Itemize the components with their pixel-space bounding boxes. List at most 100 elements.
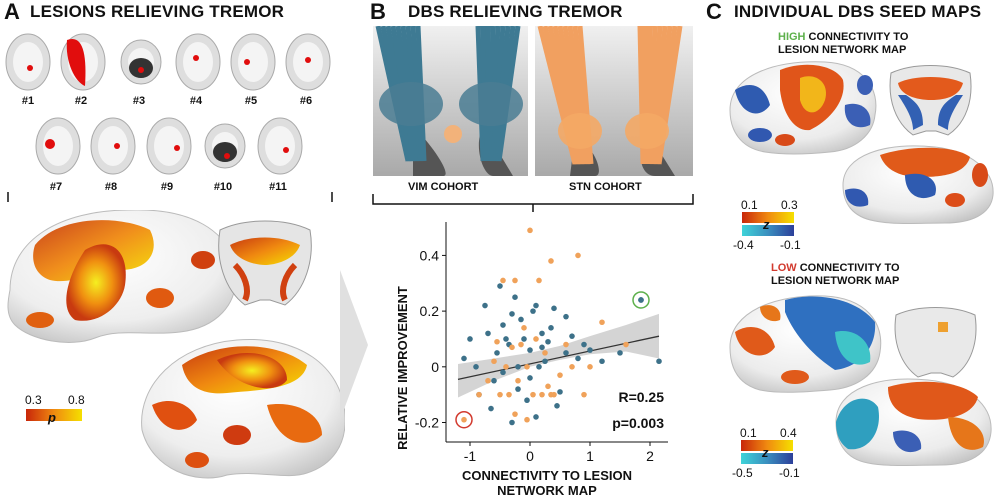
x-axis-label-line2: NETWORK MAP xyxy=(497,483,597,498)
vim-point xyxy=(530,308,536,314)
vim-electrodes-render xyxy=(373,26,528,176)
axial-slice-inner-4 xyxy=(183,42,213,82)
vim-point xyxy=(509,419,515,426)
stn-point xyxy=(509,344,515,351)
highlighted-point xyxy=(461,416,467,423)
low-title-line2: LESION NETWORK MAP xyxy=(771,275,900,287)
vim-point xyxy=(542,358,548,365)
lesion-case-label-3: #3 xyxy=(132,95,146,107)
y-tick-label: -0.2 xyxy=(415,415,439,431)
stn-point xyxy=(545,383,551,390)
stn-point xyxy=(494,338,500,345)
stn-point xyxy=(530,391,536,398)
low-lateral-render xyxy=(729,295,882,393)
stn-point xyxy=(548,391,554,398)
vim-point xyxy=(533,414,539,420)
lesion-case-label-9: #9 xyxy=(160,181,174,193)
axial-slice-inner-5 xyxy=(238,42,268,82)
stn-point xyxy=(497,391,503,398)
stn-point xyxy=(524,416,530,423)
stn-point xyxy=(587,364,593,370)
stn-point xyxy=(512,411,518,417)
stn-point xyxy=(515,377,521,384)
vim-point xyxy=(491,377,497,384)
lesion-case-label-1: #1 xyxy=(21,95,35,107)
stn-point xyxy=(536,277,542,284)
colorbar-high-pos-max: 0.3 xyxy=(781,198,798,212)
lesion-case-label-8: #8 xyxy=(104,181,118,193)
colorbar-a-max: 0.8 xyxy=(68,393,85,407)
lesion-9 xyxy=(174,145,180,151)
lateral-brain-render xyxy=(7,210,237,343)
low-title-rest: CONNECTIVITY TO xyxy=(796,262,900,274)
vim-point xyxy=(518,316,524,323)
stn-point xyxy=(485,377,491,384)
y-tick-label: 0.4 xyxy=(420,247,440,263)
flow-arrow xyxy=(340,270,368,420)
colorbar-low-neg-min: -0.5 xyxy=(732,466,753,480)
stn-point xyxy=(500,277,506,284)
high-connectivity-seed-map xyxy=(729,61,994,224)
stn-point xyxy=(539,391,545,398)
lesion-axial-slices xyxy=(5,33,333,202)
y-tick-label: 0.2 xyxy=(420,303,440,319)
vim-point xyxy=(554,402,560,409)
axial-slice-inner-1 xyxy=(13,42,43,82)
axial-slice-inner-8 xyxy=(98,126,128,166)
y-axis-label: RELATIVE IMPROVEMENT xyxy=(395,286,410,450)
vim-point xyxy=(473,364,479,370)
stn-point xyxy=(581,391,587,398)
vim-point xyxy=(617,350,623,356)
panel-c-letter: C xyxy=(706,0,722,24)
vim-point xyxy=(569,333,575,339)
vim-point xyxy=(515,386,521,392)
stn-point xyxy=(512,277,518,284)
x-tick-label: 2 xyxy=(646,448,654,464)
vim-point xyxy=(557,389,563,395)
high-connectivity-title: HIGH CONNECTIVITY TO LESION NETWORK MAP xyxy=(778,31,908,57)
panel-b-letter: B xyxy=(370,0,386,24)
vim-point xyxy=(494,350,500,356)
low-keyword: LOW xyxy=(771,262,797,274)
vim-point xyxy=(581,341,587,348)
colorbar-low-symbol: z xyxy=(762,445,769,460)
stn-point xyxy=(563,341,569,348)
colorbar-high-neg-max: -0.1 xyxy=(780,238,801,252)
stn-point xyxy=(569,364,575,370)
colorbar-high-symbol: z xyxy=(763,217,770,232)
lesion-case-label-5: #5 xyxy=(244,95,258,107)
correlation-p: p=0.003 xyxy=(612,415,664,431)
stn-point xyxy=(542,350,548,356)
colorbar-high-neg-min: -0.4 xyxy=(733,238,754,252)
colorbar-a xyxy=(26,409,82,421)
panel-b-bracket xyxy=(372,194,694,212)
vim-point xyxy=(515,364,521,370)
colorbar-high-pos-min: 0.1 xyxy=(741,198,758,212)
stn-point xyxy=(518,341,524,348)
stn-point xyxy=(575,252,581,259)
high-lateral-render xyxy=(729,61,877,155)
vim-point xyxy=(536,364,542,370)
vim-point xyxy=(599,358,605,365)
vim-point xyxy=(482,302,488,309)
stn-point xyxy=(521,325,527,331)
y-tick-label: 0 xyxy=(431,359,439,375)
high-keyword: HIGH xyxy=(778,31,806,43)
high-cerebellum-render xyxy=(889,65,972,136)
vim-point xyxy=(500,322,506,328)
lesion-7 xyxy=(45,139,55,149)
correlation-r: R=0.25 xyxy=(618,389,664,405)
vim-point xyxy=(485,330,491,337)
stn-point xyxy=(548,258,554,264)
low-connectivity-seed-map xyxy=(729,295,992,466)
colorbar-a-min: 0.3 xyxy=(25,393,42,407)
axial-slice-inner-11 xyxy=(265,126,295,166)
high-medial-render xyxy=(842,145,994,224)
lesion-4 xyxy=(193,55,199,61)
stn-point xyxy=(623,341,629,348)
stn-cohort-label: STN COHORT xyxy=(569,181,642,193)
vim-point xyxy=(587,347,593,353)
stn-point xyxy=(476,391,482,398)
lesion-5 xyxy=(244,59,250,65)
